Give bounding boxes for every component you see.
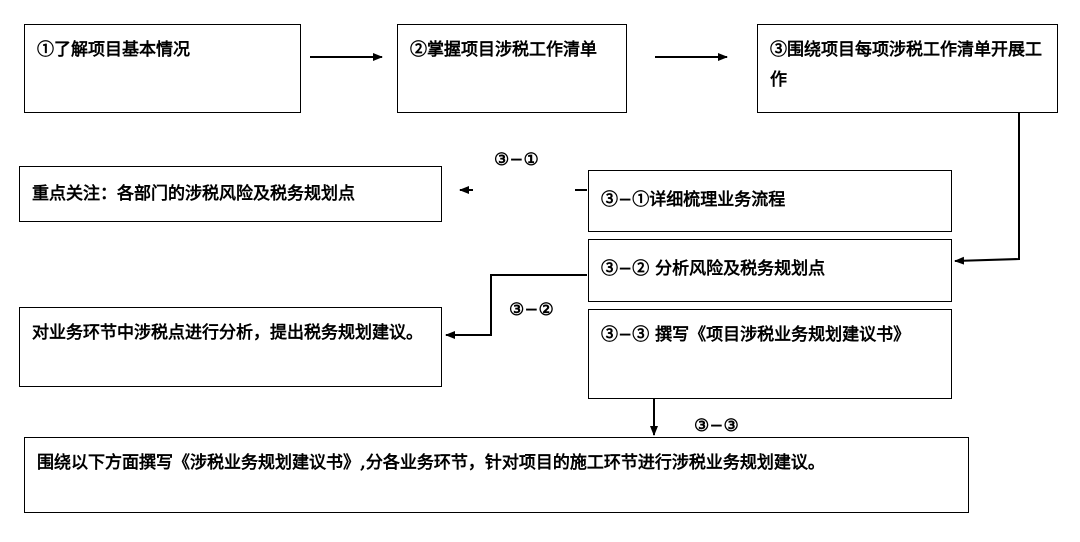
proposal-label: 围绕以下方面撰写《涉税业务规划建议书》,分各业务环节，针对项目的施工环节进行涉税… bbox=[37, 453, 825, 473]
analysis-box: 对业务环节中涉税点进行分析，提出税务规划建议。 bbox=[19, 307, 442, 387]
sub31-box: ③−①详细梳理业务流程 bbox=[588, 170, 952, 232]
step2-label: ②掌握项目涉税工作清单 bbox=[410, 40, 597, 60]
sub32-label: ③−② 分析风险及税务规划点 bbox=[601, 259, 826, 279]
sub33-box: ③−③ 撰写《项目涉税业务规划建议书》 bbox=[588, 309, 952, 399]
step1-box: ①了解项目基本情况 bbox=[24, 24, 301, 113]
arrow-label-32: ③−② bbox=[509, 300, 554, 320]
proposal-box: 围绕以下方面撰写《涉税业务规划建议书》,分各业务环节，针对项目的施工环节进行涉税… bbox=[24, 437, 969, 513]
sub32-box: ③−② 分析风险及税务规划点 bbox=[588, 239, 952, 302]
step3-label: ③围绕项目每项涉税工作清单开展工作 bbox=[770, 40, 1042, 90]
arrow-label-31: ③−① bbox=[494, 150, 539, 170]
analysis-label: 对业务环节中涉税点进行分析，提出税务规划建议。 bbox=[32, 323, 423, 343]
step2-box: ②掌握项目涉税工作清单 bbox=[397, 24, 627, 113]
arrow-label-33: ③−③ bbox=[694, 416, 739, 436]
step3-box: ③围绕项目每项涉税工作清单开展工作 bbox=[757, 24, 1058, 113]
focus-box: 重点关注：各部门的涉税风险及税务规划点 bbox=[19, 166, 442, 222]
step1-label: ①了解项目基本情况 bbox=[37, 40, 190, 60]
arrow-step3-to-sub32 bbox=[954, 112, 1020, 265]
focus-label: 重点关注：各部门的涉税风险及税务规划点 bbox=[32, 184, 355, 204]
sub31-label: ③−①详细梳理业务流程 bbox=[601, 190, 786, 210]
sub33-label: ③−③ 撰写《项目涉税业务规划建议书》 bbox=[601, 325, 911, 345]
